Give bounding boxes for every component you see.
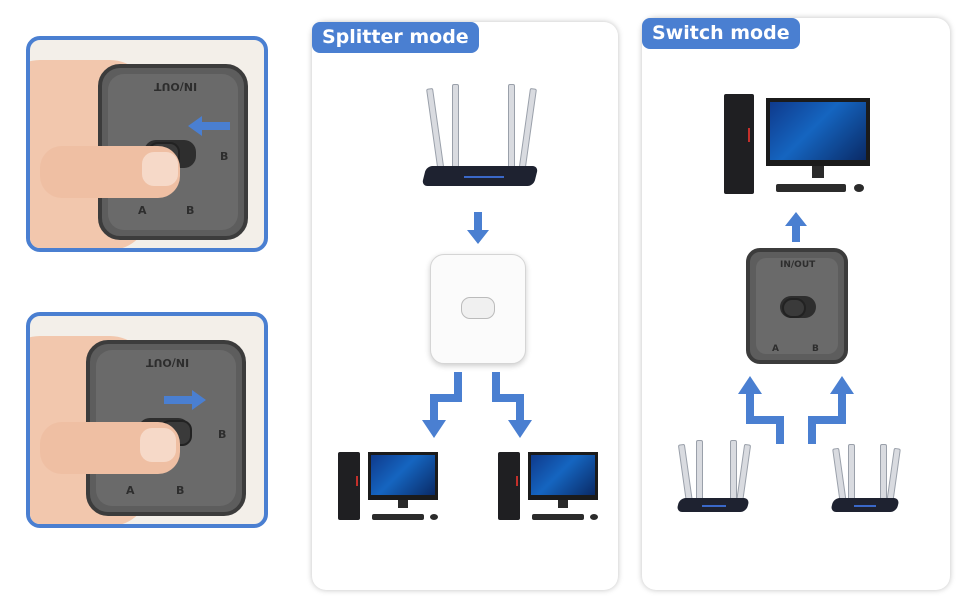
port-a-label: A [772,344,779,354]
arrow-merge-right-icon [808,376,854,444]
thumbnail [140,428,176,462]
slider-knob [782,298,806,318]
switch-box-icon [430,254,526,364]
slider-knob [461,297,495,319]
desktop-computer-icon [498,452,610,526]
switch-box-icon: IN/OUT A B [746,248,848,364]
desktop-computer-icon [724,94,872,198]
switch-mode-title: Switch mode [642,18,800,49]
arrow-merge-left-icon [738,376,784,444]
port-a-label: A [126,484,135,497]
photo-slide-to-a: IN/OUT A B B [26,36,268,252]
router-icon [421,84,539,194]
port-a-label: A [138,204,147,217]
thumbnail [142,152,178,186]
arrow-up-icon [785,212,807,242]
router-icon [830,444,901,518]
desktop-computer-icon [338,452,450,526]
splitter-mode-title: Splitter mode [312,22,479,53]
in-out-label: IN/OUT [146,356,190,369]
port-b-label: B [812,344,819,354]
arrow-right-icon [164,390,206,410]
port-b-label: B [176,484,185,497]
port-b-side-label: B [220,150,229,163]
arrow-down-icon [467,212,489,244]
arrow-split-left-icon [422,372,462,438]
arrow-left-icon [188,116,230,136]
in-out-label: IN/OUT [154,80,198,93]
switch-mode-panel: Switch mode IN/OUT A B [642,18,950,590]
photo-slide-to-b: IN/OUT A B B [26,312,268,528]
port-b-side-label: B [218,428,227,441]
in-out-label: IN/OUT [780,260,816,270]
port-b-label: B [186,204,195,217]
router-icon [676,440,752,518]
splitter-mode-panel: Splitter mode [312,22,618,590]
arrow-split-right-icon [492,372,532,438]
